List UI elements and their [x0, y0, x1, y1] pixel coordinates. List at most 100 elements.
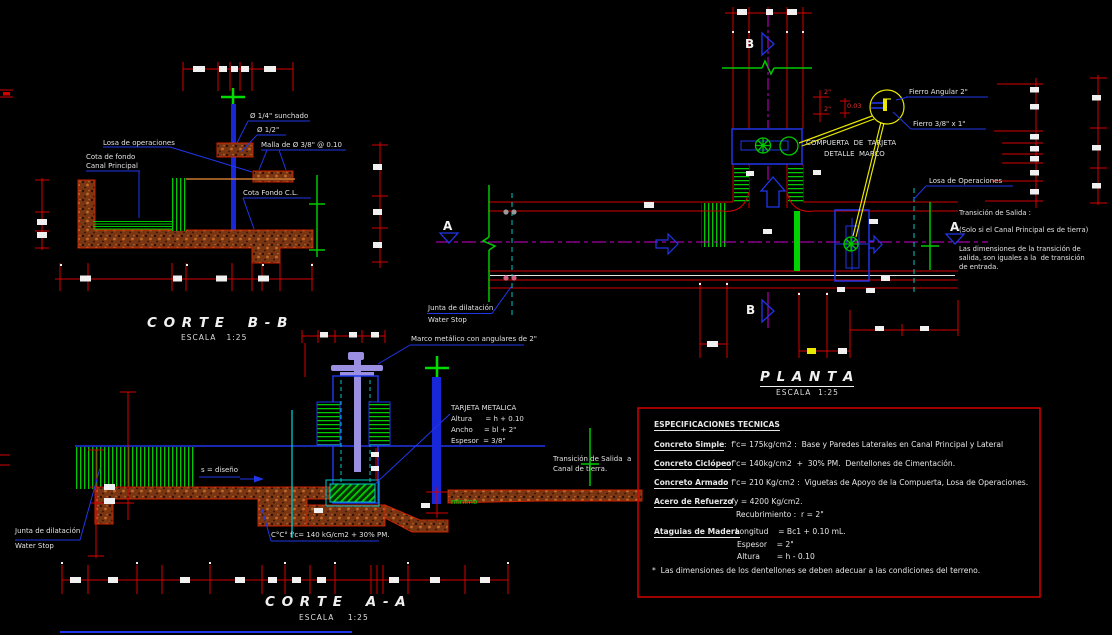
- spec-row-1-value: : f'c= 175kg/cm2 : Base y Paredes Latera…: [724, 440, 1004, 449]
- dimension-bottom-planta: [699, 282, 959, 358]
- label-diametro-medio: Ø 1/2": [257, 126, 280, 134]
- survey-cross-aa-icon: [425, 356, 449, 380]
- label-tarjeta-2: Altura = h + 0.10: [451, 415, 524, 423]
- flow-arrow-gate-icon: [868, 234, 883, 255]
- handwheel-main-icon: [843, 236, 859, 252]
- spec-row-2: Concreto Ciclópeo: [654, 459, 732, 470]
- label-tarjeta-3: Ancho = bl + 2": [451, 426, 517, 434]
- spec-row-5-value2: Espesor = 2": [737, 540, 794, 549]
- planta-title: P L A N T A: [760, 369, 855, 387]
- leader-lines-aa: [15, 344, 524, 542]
- section-marker-b-top: B: [745, 37, 755, 51]
- section-marker-a-right: A: [950, 220, 960, 234]
- spec-row-5-value3: Altura = h - 0.10: [737, 552, 815, 561]
- label-losa-operaciones-planta: Losa de Operaciones: [929, 177, 1003, 185]
- tarjeta-hatch: [329, 483, 376, 503]
- lateral-wall-hatch-left: [734, 166, 749, 203]
- arrowhead-icon: [254, 475, 264, 483]
- label-losa-operaciones-bb: Losa de operaciones: [103, 139, 175, 147]
- spec-row-4-value: : fy = 4200 Kg/cm2.: [724, 497, 803, 506]
- label-fierro-platina: Fierro 3/8" x 1": [913, 120, 966, 128]
- label-transicion-2: Canal de tierra.: [553, 465, 608, 473]
- label-junta-aa-2: Water Stop: [15, 542, 54, 550]
- wing-wall-hatch: [701, 203, 727, 247]
- label-concreto-ciclopeo: C°C° f'c= 140 kG/cm2 + 30% PM.: [271, 531, 390, 539]
- gate-stem-aa: [432, 377, 441, 504]
- label-cota-fondo-cl: Cota Fondo C.L.: [243, 189, 299, 197]
- nota-salida-4: salida, son iguales a la de transición: [959, 254, 1085, 262]
- spec-footnote: * Las dimensiones de los dentellones se …: [652, 566, 981, 575]
- vigueta-hatch-right: [368, 401, 391, 446]
- dim-2in-b: 2": [824, 105, 832, 113]
- dimension-bottom-bb: [55, 263, 313, 291]
- terrain-line: [722, 59, 812, 76]
- corte-aa-title: C O R T E A - A: [265, 594, 407, 610]
- nota-salida-2: (Solo si el Canal Principal es de tierra…: [959, 226, 1089, 234]
- label-fierro-angular: Fierro Angular 2": [909, 88, 968, 96]
- break-line-left: [481, 185, 497, 302]
- nota-salida-3: Las dimensiones de la transición de: [959, 245, 1081, 253]
- level-line-planta: [921, 202, 939, 270]
- corte-aa-linework: [0, 330, 643, 633]
- label-sunchado: Ø 1/4" sunchado: [250, 112, 309, 120]
- dimension-minimo: [426, 487, 448, 518]
- floor-slab-aa: [94, 486, 643, 533]
- spec-row-5-value: : Longitud = Bc1 + 0.10 mL.: [728, 527, 846, 536]
- survey-cross-icon: [221, 88, 245, 106]
- nota-salida-5: de entrada.: [959, 263, 999, 271]
- spec-row-1: Concreto Simple: [654, 440, 725, 451]
- dimension-right-bb: [372, 142, 388, 268]
- spec-row-3: Concreto Armado: [654, 478, 729, 489]
- dimension-bottom-aa: [61, 565, 509, 594]
- gate-actuator: [331, 352, 383, 472]
- label-junta-aa-1: Junta de dilatación: [15, 527, 81, 535]
- label-cota-fondo-2: Canal Principal: [86, 162, 138, 170]
- spec-box-border: [637, 407, 1041, 598]
- dimension-left-bb: [35, 178, 49, 250]
- label-s-diseno: s = diseño: [201, 466, 239, 474]
- level-line-aa: [581, 428, 599, 486]
- canal-floor-lines: [93, 221, 174, 230]
- flow-arrow-down-icon: [759, 176, 787, 208]
- label-marco-metalico: Marco metálico con angulares de 2": [411, 335, 537, 343]
- leader-lines-planta: [427, 96, 1013, 314]
- leader-lines-bb: [86, 120, 346, 230]
- dimension-right-planta: [985, 75, 1107, 208]
- corte-bb-linework: [0, 62, 388, 291]
- label-junta-planta-1: Junta de dilatación: [428, 304, 494, 312]
- section-marker-b-bottom: B: [746, 303, 756, 317]
- label-malla: Malla de Ø 3/8" @ 0.10: [261, 141, 342, 149]
- section-marker-triangles-a: [438, 232, 966, 245]
- wall-hatch-aa: [75, 447, 196, 489]
- detail-dimensions: [813, 90, 850, 122]
- tarjeta-outline: [325, 479, 380, 507]
- spec-row-3-value: : f'c= 210 Kg/cm2 : Viguetas de Apoyo de…: [724, 478, 1029, 487]
- label-cota-fondo-1: Cota de fondo: [86, 153, 136, 161]
- corte-bb-title: C O R T E B - B: [147, 315, 289, 331]
- spec-row-5: Ataguias de Madera: [654, 527, 740, 538]
- label-compuerta-1: COMPUERTA DE TARJETA: [806, 139, 897, 147]
- dim-2in-a: 2": [824, 88, 832, 96]
- lateral-wall-hatch-right: [788, 166, 803, 203]
- spec-title: ESPECIFICACIONES TECNICAS: [654, 420, 780, 431]
- planta-linework: [427, 7, 1107, 358]
- label-tarjeta-1: TARJETA METALICA: [451, 404, 517, 412]
- planta-scale: ESCALA 1:25: [776, 388, 839, 397]
- gate-plan-bar: [794, 211, 800, 271]
- wall-hatch-bb: [172, 178, 186, 231]
- section-marker-a-left: A: [443, 219, 453, 233]
- losa-operaciones-plan: [731, 128, 803, 165]
- label-minimo: mínimo: [451, 498, 478, 506]
- detail-circle-marco: [798, 89, 905, 238]
- main-channel-walls: [488, 191, 958, 289]
- level-line-bb: [309, 175, 325, 257]
- gate-stem-section: [231, 104, 236, 236]
- spec-row-2-value: : f'c= 140kg/cm2 + 30% PM. Dentellones d…: [724, 459, 956, 468]
- corte-bb-scale: ESCALA 1:25: [181, 333, 248, 342]
- label-compuerta-2: DETALLE MARCO: [824, 150, 885, 158]
- concrete-section-bb: [77, 142, 314, 264]
- corte-aa-scale: ESCALA 1:25: [299, 613, 369, 622]
- flow-arrow-right-icon: [655, 232, 679, 256]
